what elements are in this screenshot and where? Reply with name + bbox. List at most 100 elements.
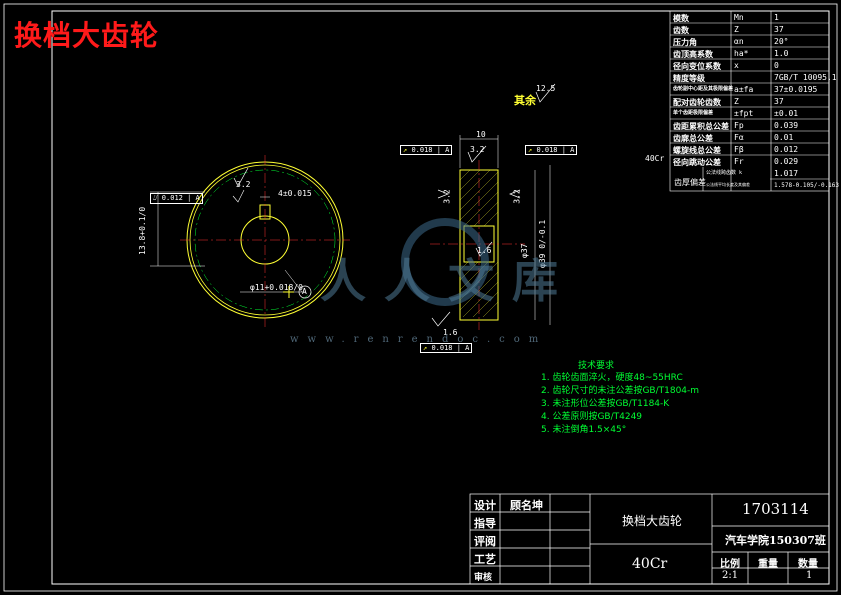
param-row-value: 37 (774, 25, 784, 34)
param-row-value: ±0.01 (774, 109, 799, 118)
tolerance-frame-top-left: ↗ 0.018 | A (400, 145, 453, 155)
param-row-value: 1.0 (774, 49, 789, 58)
param-row-symbol: Mn (734, 13, 744, 22)
tb-qty: 1 (806, 570, 813, 581)
dim-width: 10 (476, 130, 486, 139)
param-row-symbol: Fβ (734, 145, 744, 154)
param-row-symbol: ha* (734, 49, 749, 58)
param-table-grid (669, 10, 830, 192)
watermark-text: 人人文库 (320, 254, 576, 308)
param-row-label: 齿顶高系数 (673, 50, 713, 59)
param-row-symbol: Fp (734, 121, 744, 130)
param-row-symbol: a±fa (734, 85, 754, 94)
param-row-symbol: Fα (734, 133, 744, 142)
roughness-mark-keyway (232, 189, 245, 203)
section-roughness-marks (431, 83, 556, 327)
datum-top-right: A (570, 146, 575, 154)
param-row-symbol: Z (734, 25, 739, 34)
note-item: 2. 齿轮尺寸的未注公差按GB/T1804-m (541, 386, 700, 396)
dim-bore-dia: φ11+0.018/0 (250, 283, 303, 292)
tolerance-bottom-value: 0.018 (431, 344, 453, 352)
tolerance-top-left-value: 0.018 (411, 146, 433, 154)
roughness-mark-front (233, 167, 249, 187)
sheet-inner-border (51, 10, 830, 585)
datum-top-left: A (445, 146, 450, 154)
roughness-front: 3.2 (236, 180, 251, 189)
param-row-label: 径向跳动公差 (673, 158, 721, 167)
tb-qty-label: 数量 (798, 559, 818, 570)
material-side-label: 40Cr (645, 154, 665, 163)
tolerance-frame-left: ⌰ 0.012 | A (150, 193, 203, 204)
datum-a-circle (298, 285, 312, 299)
param-row-symbol: Fr (734, 157, 744, 166)
tb-designer: 顾名坤 (510, 499, 543, 512)
tb-scale-label: 比例 (720, 559, 740, 570)
param-row-label: 压力角 (673, 38, 697, 47)
param-row-symbol: Z (734, 97, 739, 106)
section-dimension-lines (459, 135, 551, 325)
note-item: 4. 公差原则按GB/T4249 (541, 412, 643, 422)
left-view-dimension-lines (150, 191, 305, 293)
tolerance-left-value: 0.012 (161, 194, 183, 202)
tolerance-top-right-value: 0.018 (536, 146, 558, 154)
notes-heading: 技术要求 (578, 361, 615, 371)
note-item: 1. 齿轮齿面淬火，硬度48~55HRC (541, 373, 683, 383)
tb-role-review: 评阅 (474, 535, 496, 548)
tb-role-approve: 审核 (474, 573, 493, 583)
param-row-symbol: x (734, 61, 739, 70)
sheet-outer-border (3, 3, 838, 592)
roughness-hub: 3.2 (470, 145, 485, 154)
tb-role-design: 设计 (474, 499, 496, 512)
param-row-value: 0.01 (774, 133, 794, 142)
tb-material: 40Cr (632, 556, 668, 572)
param-row-value: 37 (774, 97, 784, 106)
param-row-symbol: 公法线跨齿数 k (706, 170, 743, 176)
param-row-value: 1.017 (774, 169, 799, 178)
datum-bottom: A (465, 344, 470, 352)
tb-drawing-no: 1703114 (742, 500, 809, 518)
tolerance-frame-bottom: ↗ 0.018 | A (420, 343, 473, 353)
param-row-value: 0 (774, 61, 779, 70)
dim-keyway-depth: 13.8+0.1/0 (138, 206, 147, 255)
roughness-tooth: 1.6 (443, 328, 458, 337)
param-row-value: 20° (774, 37, 789, 46)
tb-scale: 2:1 (722, 570, 739, 581)
notes-list: 1. 齿轮齿面淬火，硬度48~55HRC 2. 齿轮尺寸的未注公差按GB/T180… (541, 372, 699, 437)
param-row-value: 1 (774, 13, 779, 22)
tb-part-name: 换档大齿轮 (622, 514, 683, 528)
param-row-value: 0.012 (774, 145, 799, 154)
tb-role-process: 工艺 (474, 553, 496, 566)
datum-a-label: A (302, 287, 307, 296)
tb-school: 汽车学院150307班 (725, 534, 826, 547)
drawing-title: 换档大齿轮 (14, 19, 160, 52)
watermark-url: www.renrendoc.com (290, 334, 548, 345)
param-row-label: 齿距累积总公差 (673, 122, 729, 131)
param-row-label: 精度等级 (673, 74, 705, 83)
param-row-label: 齿数 (673, 26, 689, 35)
param-row-value: 0.029 (774, 157, 799, 166)
tb-weight-label: 重量 (758, 559, 778, 570)
param-row-value: 1.578-0.105/-0.163 (774, 182, 840, 189)
tolerance-frame-top-right: ↗ 0.018 | A (525, 145, 578, 155)
roughness-rest: 12.5 (536, 84, 556, 93)
tb-role-guide: 指导 (474, 517, 496, 530)
param-row-label: 齿轮副中心距及其极限偏差 (673, 86, 734, 92)
param-row-symbol: 公法线平均长度及其偏差 (706, 182, 750, 187)
param-row-symbol: ±fpt (734, 109, 754, 118)
roughness-face-left: 3.2 (442, 189, 452, 204)
param-row-symbol: αn (734, 37, 744, 46)
param-row-value: 0.039 (774, 121, 799, 130)
param-row-label: 齿厚偏差 (674, 178, 706, 187)
watermark-logo (401, 218, 489, 306)
param-row-label: 配对齿轮齿数 (673, 98, 721, 107)
param-row-label: 径向变位系数 (673, 62, 721, 71)
title-block-grid (469, 493, 830, 585)
roughness-face-right: 3.2 (512, 189, 522, 204)
note-item: 3. 未注形位公差按GB/T1184-K (541, 399, 670, 409)
roughness-bore: 1.6 (477, 246, 492, 255)
param-row-label: 单个齿距极限偏差 (673, 110, 714, 116)
note-item: 5. 未注倒角1.5×45° (541, 425, 627, 435)
param-row-label: 齿廓总公差 (673, 134, 713, 143)
